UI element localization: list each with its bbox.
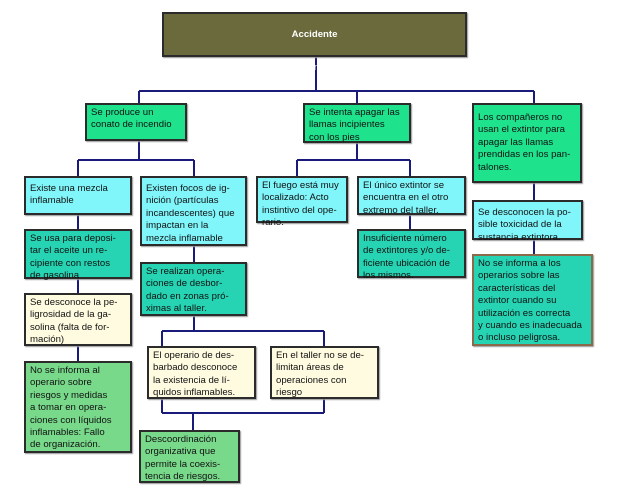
root-title: Accidente (291, 29, 338, 41)
connector-root (138, 56, 535, 104)
node-desbarbado-desconoce: El operario de des- barbado desconoce la… (147, 346, 256, 399)
node-companeros-no-extintor: Los compañeros no usan el extintor para … (472, 103, 582, 183)
node-conato-incendio: Se produce un conato de incendio (85, 103, 187, 141)
node-no-informa-extintor: No se informa a los operarios sobre las … (472, 254, 593, 346)
node-no-informa-operario: No se informa al operario sobre riesgos … (24, 361, 132, 453)
node-fuego-localizado: El fuego está muy localizado: Acto insti… (256, 176, 348, 228)
connector-b (296, 140, 411, 176)
node-unico-extintor: El único extintor se encuentra en el otr… (357, 176, 466, 216)
node-areas-riesgo: En el taller no se de- limitan áreas de … (270, 346, 379, 399)
node-apagar-llamas: Se intenta apagar las llamas incipientes… (303, 103, 411, 143)
root-node-accidente: Accidente Quemaduras de 2º y 3er grado e… (162, 12, 467, 73)
connector-a (77, 140, 195, 176)
node-focos-ignicion: Existen focos de ig- nición (partículas … (140, 176, 247, 246)
node-mezcla-inflamable: Existe una mezcla inflamable (24, 176, 132, 215)
root-subtitle: Quemaduras de 2º y 3er grado en ambas pi… (174, 62, 455, 74)
node-recipiente-gasolina: Se usa para deposi- tar el aceite un re-… (24, 229, 132, 281)
connector-a2 (161, 245, 325, 346)
node-descoordinacion: Descoordinación organizativa que permite… (139, 430, 240, 483)
node-operaciones-desbordado: Se realizan opera- ciones de desbor- dad… (140, 262, 247, 316)
node-insuficientes-extintores: Insuficiente número de extintores y/o de… (357, 229, 466, 281)
node-toxicidad-extintora: Se desconocen la po- sible toxicidad de … (472, 200, 583, 243)
connector-d (161, 398, 325, 430)
node-peligrosidad-gasolina: Se desconoce la pe- ligrosidad de la ga-… (24, 293, 132, 346)
